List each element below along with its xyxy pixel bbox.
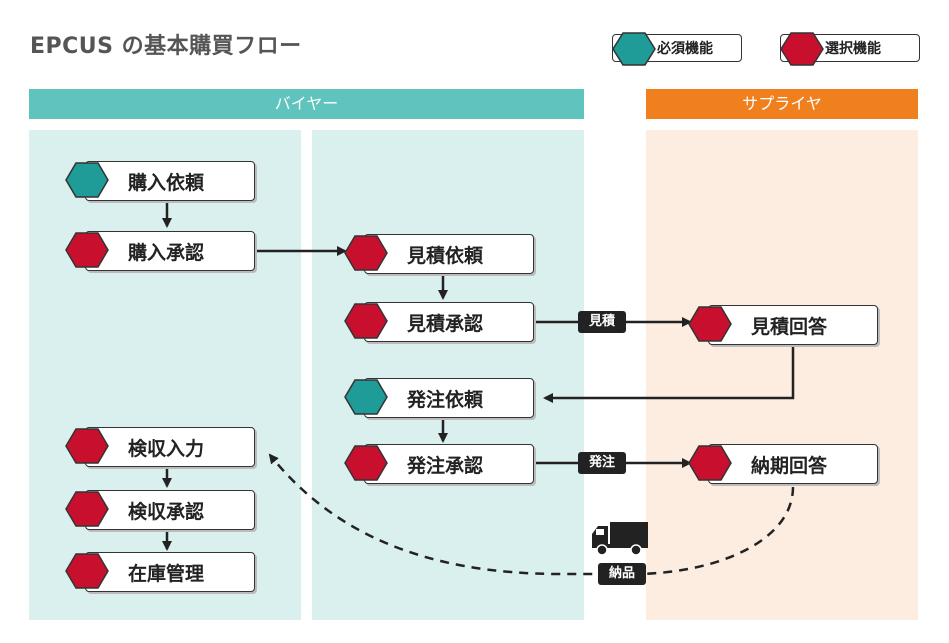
hexagon-required-icon [65, 162, 109, 198]
node-purchase-approval: 購入承認 [65, 231, 255, 271]
node-label: 発注承認 [407, 455, 484, 477]
legend-required: 必須機能 [612, 32, 742, 66]
tag-delivery: 納品 [598, 563, 646, 585]
node-quote-answer: 見積回答 [688, 305, 878, 345]
hexagon-optional-icon [65, 491, 109, 527]
hexagon-optional-icon [65, 553, 109, 589]
tag-order: 発注 [578, 452, 626, 474]
hexagon-optional-icon [65, 232, 109, 268]
buyer-lane-left [29, 130, 301, 620]
buyer-lane-right [312, 130, 584, 620]
node-inspection-input: 検収入力 [65, 427, 255, 467]
supplier-lane-header: サプライヤ [646, 89, 918, 119]
node-label: 購入承認 [128, 242, 205, 264]
buyer-lane-header: バイヤー [29, 89, 584, 119]
node-quote-approval: 見積承認 [344, 302, 534, 342]
node-label: 検収承認 [128, 501, 205, 523]
arrow-quote-answer-to-order [543, 345, 795, 403]
node-order-approval: 発注承認 [344, 444, 534, 484]
hexagon-required-icon [344, 379, 388, 415]
node-label: 在庫管理 [128, 563, 205, 585]
hexagon-optional-icon [780, 32, 824, 66]
node-label: 検収入力 [128, 438, 205, 460]
arrow-delivery-dashed [268, 453, 795, 576]
node-label: 見積依頼 [407, 245, 484, 267]
node-label: 発注依頼 [407, 389, 484, 411]
hexagon-optional-icon [344, 235, 388, 271]
node-label: 購入依頼 [128, 172, 205, 194]
node-label: 納期回答 [751, 455, 828, 477]
hexagon-optional-icon [688, 445, 732, 481]
hexagon-optional-icon [344, 303, 388, 339]
legend-required-label: 必須機能 [657, 41, 713, 57]
supplier-lane [646, 130, 918, 620]
node-order-request: 発注依頼 [344, 378, 534, 418]
tag-quote: 見積 [578, 311, 626, 333]
hexagon-optional-icon [688, 306, 732, 342]
hexagon-required-icon [612, 32, 656, 66]
node-purchase-request: 購入依頼 [65, 161, 255, 201]
node-inspection-approval: 検収承認 [65, 490, 255, 530]
truck-icon [592, 522, 648, 556]
node-inventory: 在庫管理 [65, 552, 255, 592]
node-label: 見積回答 [751, 316, 828, 338]
node-delivery-answer: 納期回答 [688, 444, 878, 484]
node-label: 見積承認 [407, 313, 484, 335]
legend-optional-label: 選択機能 [825, 41, 881, 57]
legend-optional: 選択機能 [780, 32, 920, 66]
page-title: EPCUS の基本購買フロー [30, 34, 302, 59]
node-quote-request: 見積依頼 [344, 234, 534, 274]
hexagon-optional-icon [65, 428, 109, 464]
hexagon-optional-icon [344, 445, 388, 481]
